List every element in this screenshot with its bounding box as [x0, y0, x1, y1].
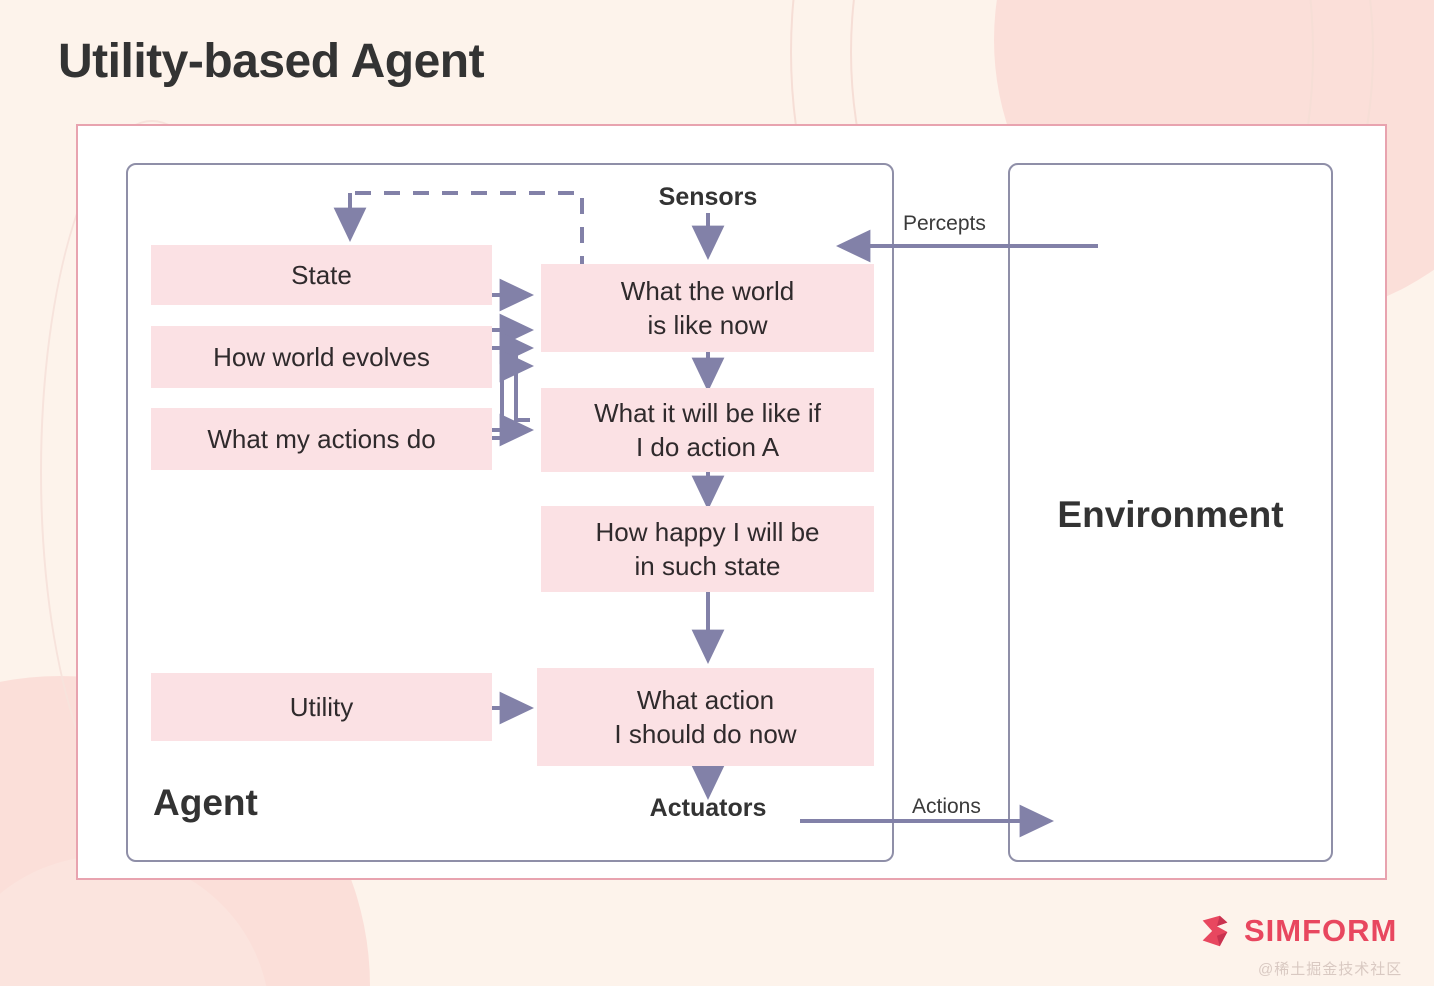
page-title: Utility-based Agent — [58, 35, 485, 88]
actuators-label: Actuators — [649, 794, 767, 822]
knowledge-box-how-world-evolves: How world evolves — [151, 326, 492, 388]
process-box-what-it-will-be-like: What it will be like if I do action A — [541, 388, 874, 472]
process-box-line1: What it will be like if — [594, 397, 821, 428]
knowledge-box-what-my-actions-do: What my actions do — [151, 408, 492, 470]
process-box-line1: What action — [636, 684, 775, 715]
process-box-what-the-world-is-like-now: What the world is like now — [541, 264, 874, 352]
knowledge-box-utility: Utility — [151, 673, 492, 741]
process-box-line1: How happy I will be — [595, 516, 820, 547]
agent-label: Agent — [153, 782, 258, 823]
simform-logo-icon — [1202, 915, 1228, 947]
actions-label: Actions — [912, 795, 981, 818]
process-box-line2: in such state — [634, 551, 781, 581]
environment-label: Environment — [1057, 494, 1284, 535]
watermark-text: @稀土掘金技术社区 — [1258, 961, 1403, 978]
environment-container — [1008, 163, 1333, 862]
percepts-label: Percepts — [903, 212, 986, 235]
process-box-line2: I do action A — [635, 432, 780, 462]
process-box-line2: is like now — [647, 310, 768, 340]
process-box-line2: I should do now — [614, 719, 797, 749]
agent-container — [126, 163, 894, 862]
process-box-line1: What the world — [620, 275, 795, 306]
process-box-how-happy-i-will-be: How happy I will be in such state — [541, 506, 874, 592]
knowledge-box-state: State — [151, 245, 492, 305]
process-box-what-action-i-should-do: What action I should do now — [537, 668, 874, 766]
sensors-label: Sensors — [658, 183, 758, 211]
simform-logo: SIMFORM — [1196, 912, 1397, 950]
simform-logo-text: SIMFORM — [1244, 913, 1398, 948]
